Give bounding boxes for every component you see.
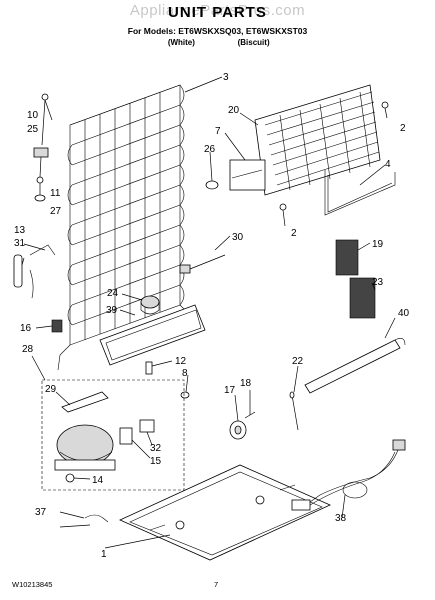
tubing-assembly [13,244,56,299]
callout-40: 40 [398,308,410,319]
callout-4: 4 [385,159,391,170]
callout-15: 15 [150,456,162,467]
callout-14: 14 [92,475,104,486]
part-37-clip [84,514,109,523]
mounting-hardware [33,93,49,202]
callout-11: 11 [50,188,61,199]
drain-pan [99,295,206,366]
callout-39: 39 [106,305,118,316]
callout-22: 22 [292,356,304,367]
callout-1: 1 [101,549,107,560]
callout-25: 25 [27,124,39,135]
wiring-harness-38 [291,439,406,511]
callout-37: 37 [35,507,47,518]
callout-23: 23 [372,277,384,288]
callout-8: 8 [182,368,188,379]
clip-16 [51,319,63,333]
callout-20: 20 [228,105,240,116]
defrost-heater [324,170,396,216]
callout-10: 10 [27,110,39,121]
page-number: 7 [214,580,219,589]
drain-tube-40 [304,338,406,394]
page-title: UNIT PARTS [168,4,267,21]
evaporator-assembly [205,84,389,211]
tube-22 [291,394,299,431]
callout-31: 31 [14,238,26,249]
callout-32: 32 [150,443,162,454]
part-8-grommet [180,391,190,399]
compressor-assembly [54,391,155,483]
callout-18: 18 [240,378,252,389]
callout-16: 16 [20,323,32,334]
callout-38: 38 [335,513,347,524]
callout-2-upper: 2 [400,123,406,134]
part-12-connector [145,361,153,375]
callout-24: 24 [107,288,119,299]
callout-29: 29 [45,384,57,395]
callout-3: 3 [223,72,229,83]
callout-7: 7 [215,126,221,137]
callout-26: 26 [204,144,216,155]
color-white-label: (White) [167,38,195,47]
heater-element-30 [179,254,226,274]
callout-30: 30 [232,232,244,243]
model-numbers: For Models: ET6WSKXSQ03, ET6WSKXST03 [127,26,308,36]
callout-2-lower: 2 [291,228,297,239]
leader-lines [21,76,396,549]
color-biscuit-label: (Biscuit) [237,38,270,47]
base-plate [119,464,331,561]
callout-12: 12 [175,356,187,367]
callout-27: 27 [50,206,62,217]
callout-labels: 1 2 2 3 4 7 8 10 11 12 13 14 15 16 17 18… [14,72,410,560]
callout-28: 28 [22,344,34,355]
callout-13: 13 [14,225,26,236]
condenser-coil [57,84,191,371]
document-number: W10213845 [12,580,53,589]
insulation-pad-19 [335,239,359,276]
callout-17: 17 [224,385,236,396]
grommet-17-hole [234,425,242,435]
insulation-pad-23 [349,277,376,319]
model-colors: (White) (Biscuit) [0,38,435,47]
watermark-text: AppliancePartsPros.com [129,2,306,19]
compressor-kit-outline [41,379,185,491]
callout-19: 19 [372,239,384,250]
tube-22-end [289,391,295,399]
